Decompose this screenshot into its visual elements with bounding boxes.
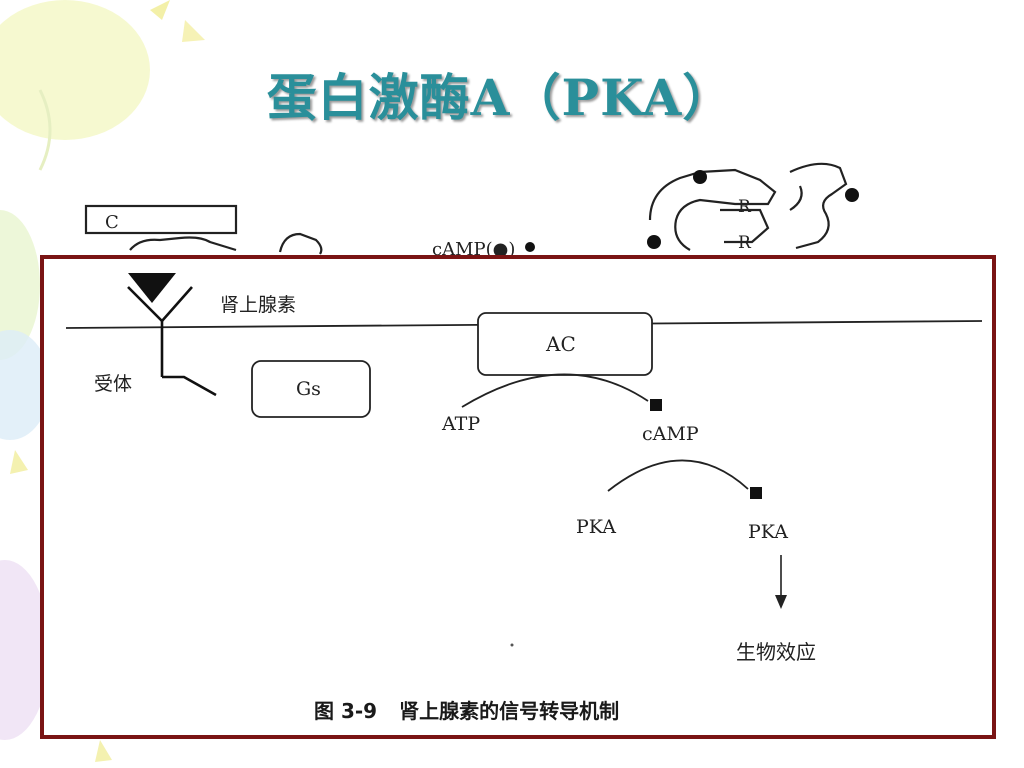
catalytic-subunit-shape: [84, 204, 238, 235]
ligand-label: 肾上腺素: [220, 294, 297, 316]
atp-label: ATP: [442, 413, 481, 435]
atp-to-camp-arc: [461, 373, 649, 408]
regulatory-subunit-label-1: R: [738, 197, 752, 217]
catalytic-subunit-lower: [129, 236, 237, 252]
receptor-label: 受体: [94, 373, 133, 395]
catalytic-subunit-label: C: [105, 212, 119, 233]
effect-arrow-head: [775, 595, 787, 609]
regulatory-subunit-inner: [720, 208, 770, 244]
pka-holoenzyme-drawing: C R R cAMP(●): [84, 162, 859, 260]
camp-dot: [647, 235, 661, 249]
biological-effect-label: 生物效应: [736, 640, 816, 664]
figure-caption-text: 肾上腺素的信号转导机制: [399, 699, 620, 723]
ac-label: AC: [546, 332, 576, 356]
camp-dot: [845, 188, 859, 202]
gs-label: Gs: [296, 378, 321, 400]
background-balloon-yellow: [0, 0, 150, 140]
pka-active-label: PKA: [748, 521, 788, 543]
camp-dot: [525, 242, 535, 252]
figure-caption: 图 3-9 肾上腺素的信号转导机制: [314, 695, 714, 724]
camp-legend-label: cAMP(●): [432, 239, 515, 260]
regulatory-subunit-right: [789, 162, 848, 250]
gs-protein-box: [251, 360, 371, 418]
pka-arrowhead: [750, 487, 762, 499]
ligand-triangle: [128, 273, 176, 303]
slide-title: 蛋白激酶A（PKA）: [266, 68, 734, 127]
signal-pathway-drawing: [65, 273, 983, 647]
small-domain-shape: [278, 232, 323, 255]
camp-dot: [693, 170, 707, 184]
pka-activation-arc: [607, 459, 749, 492]
regulatory-subunit-link: [789, 185, 803, 211]
receptor-shape: [127, 286, 217, 397]
camp-label: cAMP: [642, 423, 699, 445]
camp-arrowhead: [650, 399, 662, 411]
figure-number: 图 3-9: [314, 699, 378, 723]
regulatory-subunit-label-2: R: [738, 233, 752, 253]
signal-transduction-figure: 肾上腺素 受体 Gs AC ATP cAMP PKA PKA 生物效应 图 3-…: [40, 255, 996, 739]
pka-inactive-label: PKA: [576, 516, 616, 538]
regulatory-subunit-outer: [648, 168, 777, 251]
scan-speck: [510, 643, 514, 647]
pka-holoenzyme-figure: C R R cAMP(●): [0, 150, 1024, 260]
